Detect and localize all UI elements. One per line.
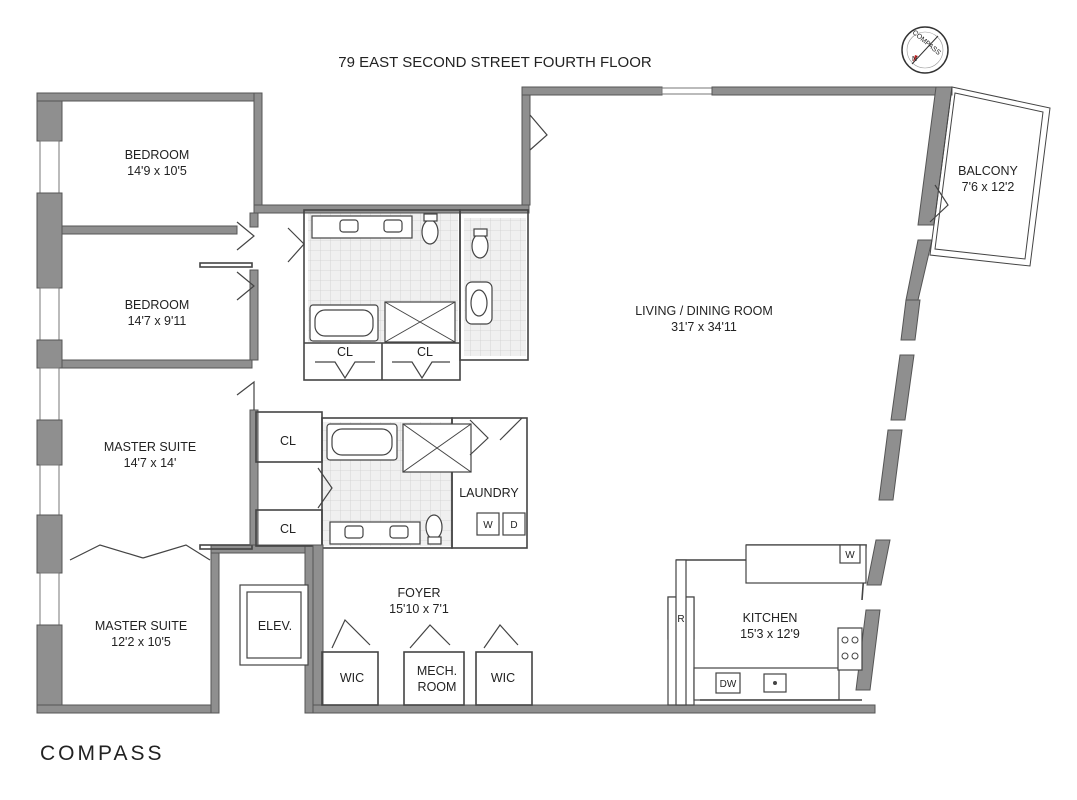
bedroom2-name: BEDROOM: [125, 298, 190, 312]
bedroom2-size: 14'7 x 9'11: [128, 314, 187, 328]
master2-size: 12'2 x 10'5: [111, 635, 171, 649]
master1-size: 14'7 x 14': [124, 456, 177, 470]
closet-label-3: CL: [280, 434, 296, 448]
balcony: [929, 86, 1051, 267]
balcony-name: BALCONY: [958, 164, 1018, 178]
fridge-label: R: [677, 614, 684, 625]
compass-icon: COMPASS N: [901, 26, 949, 74]
mech-room-label-2: ROOM: [418, 680, 457, 694]
wic-label-1: WIC: [340, 671, 364, 685]
doors: [69, 114, 949, 649]
compass-north: N: [912, 56, 917, 63]
bath1-fixtures: [309, 213, 493, 343]
living-size: 31'7 x 34'11: [671, 320, 737, 334]
kitchen-name: KITCHEN: [743, 611, 798, 625]
bedroom1-name: BEDROOM: [125, 148, 190, 162]
kitchen-size: 15'3 x 12'9: [740, 627, 800, 641]
closet-label-2: CL: [417, 345, 433, 359]
dryer-label: D: [510, 520, 517, 531]
brand-logo: COMPASS: [40, 742, 164, 765]
kitchen: [667, 544, 867, 706]
living-name: LIVING / DINING ROOM: [635, 304, 773, 318]
balcony-size: 7'6 x 12'2: [962, 180, 1015, 194]
wic-label-2: WIC: [491, 671, 515, 685]
wine-label: W: [845, 550, 855, 561]
washer-label: W: [483, 520, 493, 531]
plan-title: 79 EAST SECOND STREET FOURTH FLOOR: [338, 54, 652, 71]
foyer-name: FOYER: [397, 586, 440, 600]
laundry-label: LAUNDRY: [459, 486, 519, 500]
elevator-label: ELEV.: [258, 619, 292, 633]
interior-walls: [61, 209, 533, 706]
room-labels: BEDROOM 14'9 x 10'5 BEDROOM 14'7 x 9'11 …: [95, 148, 1019, 694]
bedroom1-size: 14'9 x 10'5: [127, 164, 187, 178]
closet-label-4: CL: [280, 522, 296, 536]
dishwasher-label: DW: [720, 679, 737, 690]
bath2-fixtures: [326, 423, 472, 545]
mech-room-label-1: MECH.: [417, 664, 457, 678]
laundry-fixtures: [476, 512, 526, 536]
closet-label-1: CL: [337, 345, 353, 359]
foyer-size: 15'10 x 7'1: [389, 602, 449, 616]
master1-name: MASTER SUITE: [104, 440, 196, 454]
master2-name: MASTER SUITE: [95, 619, 187, 633]
